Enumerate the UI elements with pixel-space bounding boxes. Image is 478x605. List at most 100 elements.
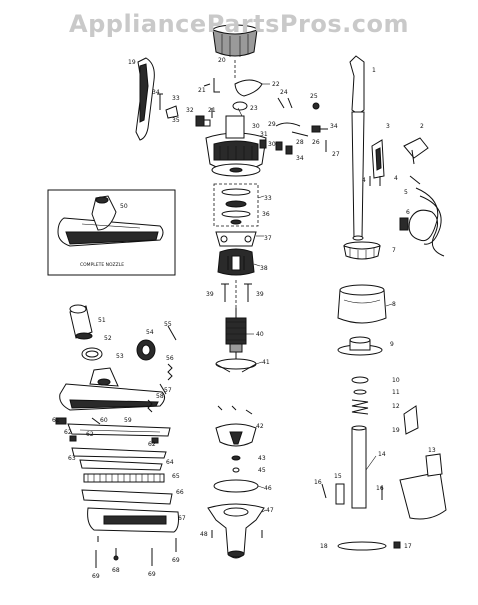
label-4a: 4 [362,177,366,184]
label-55: 55 [164,321,172,328]
label-65: 65 [172,473,180,480]
label-64: 64 [166,459,174,466]
label-31: 31 [260,131,268,138]
part-60-screw [91,417,101,425]
part-38-field-coil [217,248,255,276]
label-69c: 69 [172,557,180,564]
part-61-wheel-bracket [55,417,67,425]
label-34c: 34 [296,155,304,162]
label-25: 25 [310,93,318,100]
part-8-filter-bag [337,284,387,324]
label-54: 54 [146,329,154,336]
part-number-labels: 20 21 21 22 23 30 31 33 36 37 38 39 39 4… [52,57,436,580]
part-41-fan-disc [215,358,257,373]
part-59-plate [67,423,171,437]
part-1-handle [349,55,365,241]
label-28: 28 [296,139,304,146]
label-43: 43 [258,455,266,462]
label-18: 18 [320,543,328,550]
part-62-clips [69,435,159,444]
label-12: 12 [392,403,400,410]
label-52: 52 [104,335,112,342]
part-18-belt [337,541,387,551]
part-43-screw [231,455,241,461]
part-29-wire [275,122,301,127]
label-32: 32 [186,107,194,114]
label-48: 48 [200,531,208,538]
part-52-ring [81,347,103,361]
part-58-spring [147,399,153,413]
part-17-clip [393,541,401,549]
part-44-bumper-cap [215,423,257,447]
part-63-bracket [71,447,167,459]
label-29: 29 [268,121,276,128]
label-22: 22 [272,81,280,88]
label-21b: 21 [208,107,216,114]
label-4b: 4 [394,175,398,182]
label-53: 53 [116,353,124,360]
label-33: 33 [264,195,272,202]
part-30-motor-housing [205,115,267,177]
label-1: 1 [372,67,376,74]
label-57: 57 [164,387,172,394]
part-2-cord-clip [403,137,429,165]
part-67-base-plate [87,507,179,533]
label-36: 36 [262,211,270,218]
part-45-washer [232,467,240,473]
part-48-screws [211,530,263,538]
part-24-clamp [277,97,293,109]
label-26: 26 [312,139,320,146]
label-59: 59 [124,417,132,424]
label-62c: 62 [148,441,156,448]
label-2: 2 [420,123,424,130]
part-6-power-cord [399,187,445,257]
label-15: 15 [334,473,342,480]
label-23: 23 [250,105,258,112]
part-42-screws [217,405,253,415]
label-13: 13 [428,447,436,454]
label-68: 68 [112,567,120,574]
inset-caption: COMPLETE NOZZLE [80,262,124,268]
label-39b: 39 [256,291,264,298]
label-16a: 16 [314,479,322,486]
part-68-screws [97,536,119,561]
label-69a: 69 [92,573,100,580]
label-62b: 62 [86,431,94,438]
label-16b: 16 [376,485,384,492]
label-47: 47 [266,507,274,514]
part-34-screw [157,93,163,110]
part-16-screws [321,483,383,500]
label-11: 11 [392,389,400,396]
part-53-nozzle-housing [59,367,166,411]
label-56: 56 [166,355,174,362]
part-19-latch [403,405,419,435]
label-50: 50 [120,203,128,210]
label-38: 38 [260,265,268,272]
part-7-bag-collar [343,241,381,260]
label-41: 41 [262,359,270,366]
label-30: 30 [252,123,260,130]
part-69-screws [95,538,177,568]
part-28-terminal [291,131,309,137]
part-14-tube [351,425,367,509]
part-12-spring [351,399,369,415]
leader-lines [237,107,393,513]
part-36-connectors [259,139,293,155]
part-13-dust-cup [399,453,447,520]
label-62a: 62 [64,429,72,436]
label-46: 46 [264,485,272,492]
label-34b: 34 [330,123,338,130]
label-60: 60 [100,417,108,424]
part-5-strain-relief [409,175,421,185]
label-9: 9 [390,341,394,348]
part-39-screws [221,283,252,302]
part-21-clip [203,78,220,93]
part-9-bag-top [337,336,383,356]
part-57-screw [159,383,167,395]
part-26-switch [311,125,328,133]
part-25-nut [312,102,320,110]
part-32-switch [195,115,211,127]
label-7: 7 [392,247,396,254]
complete-nozzle-inset [47,189,176,276]
